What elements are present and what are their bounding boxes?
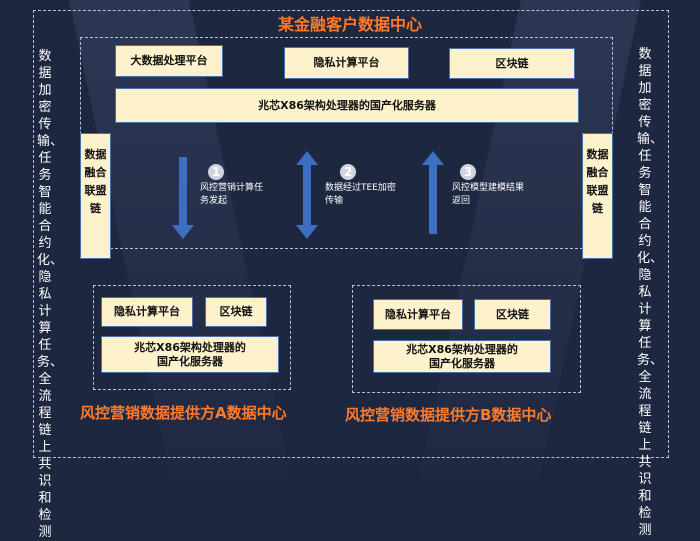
consortium-chain-right: 数据融合联盟链 (582, 133, 613, 259)
provider-b-title: 风控营销数据提供方B数据中心 (345, 406, 552, 424)
page-title: 某金融客户数据中心 (277, 15, 422, 34)
outer-datacenter-frame (33, 10, 669, 458)
step-3-badge: 3 (460, 164, 476, 180)
provider-b-blockchain-box: 区块链 (474, 299, 551, 330)
big-data-platform-box: 大数据处理平台 (115, 45, 223, 77)
provider-a-privacy-box: 隐私计算平台 (101, 297, 193, 327)
provider-a-server-box: 兆芯X86架构处理器的国产化服务器 (101, 336, 279, 373)
provider-a-blockchain-box: 区块链 (205, 297, 267, 327)
privacy-computing-box: 隐私计算平台 (284, 47, 409, 79)
step-1-label: 风控营销计算任务发起 (200, 183, 264, 206)
provider-b-server-box: 兆芯X86架构处理器的国产化服务器 (373, 340, 551, 373)
provider-b-frame (352, 285, 581, 393)
arrow-both (296, 151, 318, 239)
arrow-down (172, 157, 194, 239)
step-2-label: 数据经过TEE加密传输 (325, 183, 396, 206)
step-2-badge: 2 (340, 164, 356, 180)
step-1-badge: 1 (208, 164, 224, 180)
provider-a-title: 风控营销数据提供方A数据中心 (80, 404, 287, 422)
step-3-label: 风控模型建模结果返回 (452, 183, 525, 206)
consortium-chain-left: 数据融合联盟链 (80, 133, 111, 259)
arrow-up (422, 151, 444, 234)
flow-arrows (172, 151, 444, 239)
provider-b-privacy-box: 隐私计算平台 (373, 299, 463, 330)
server-box: 兆芯X86架构处理器的国产化服务器 (115, 88, 579, 123)
blockchain-box: 区块链 (449, 48, 575, 79)
provider-a-frame (93, 285, 291, 390)
